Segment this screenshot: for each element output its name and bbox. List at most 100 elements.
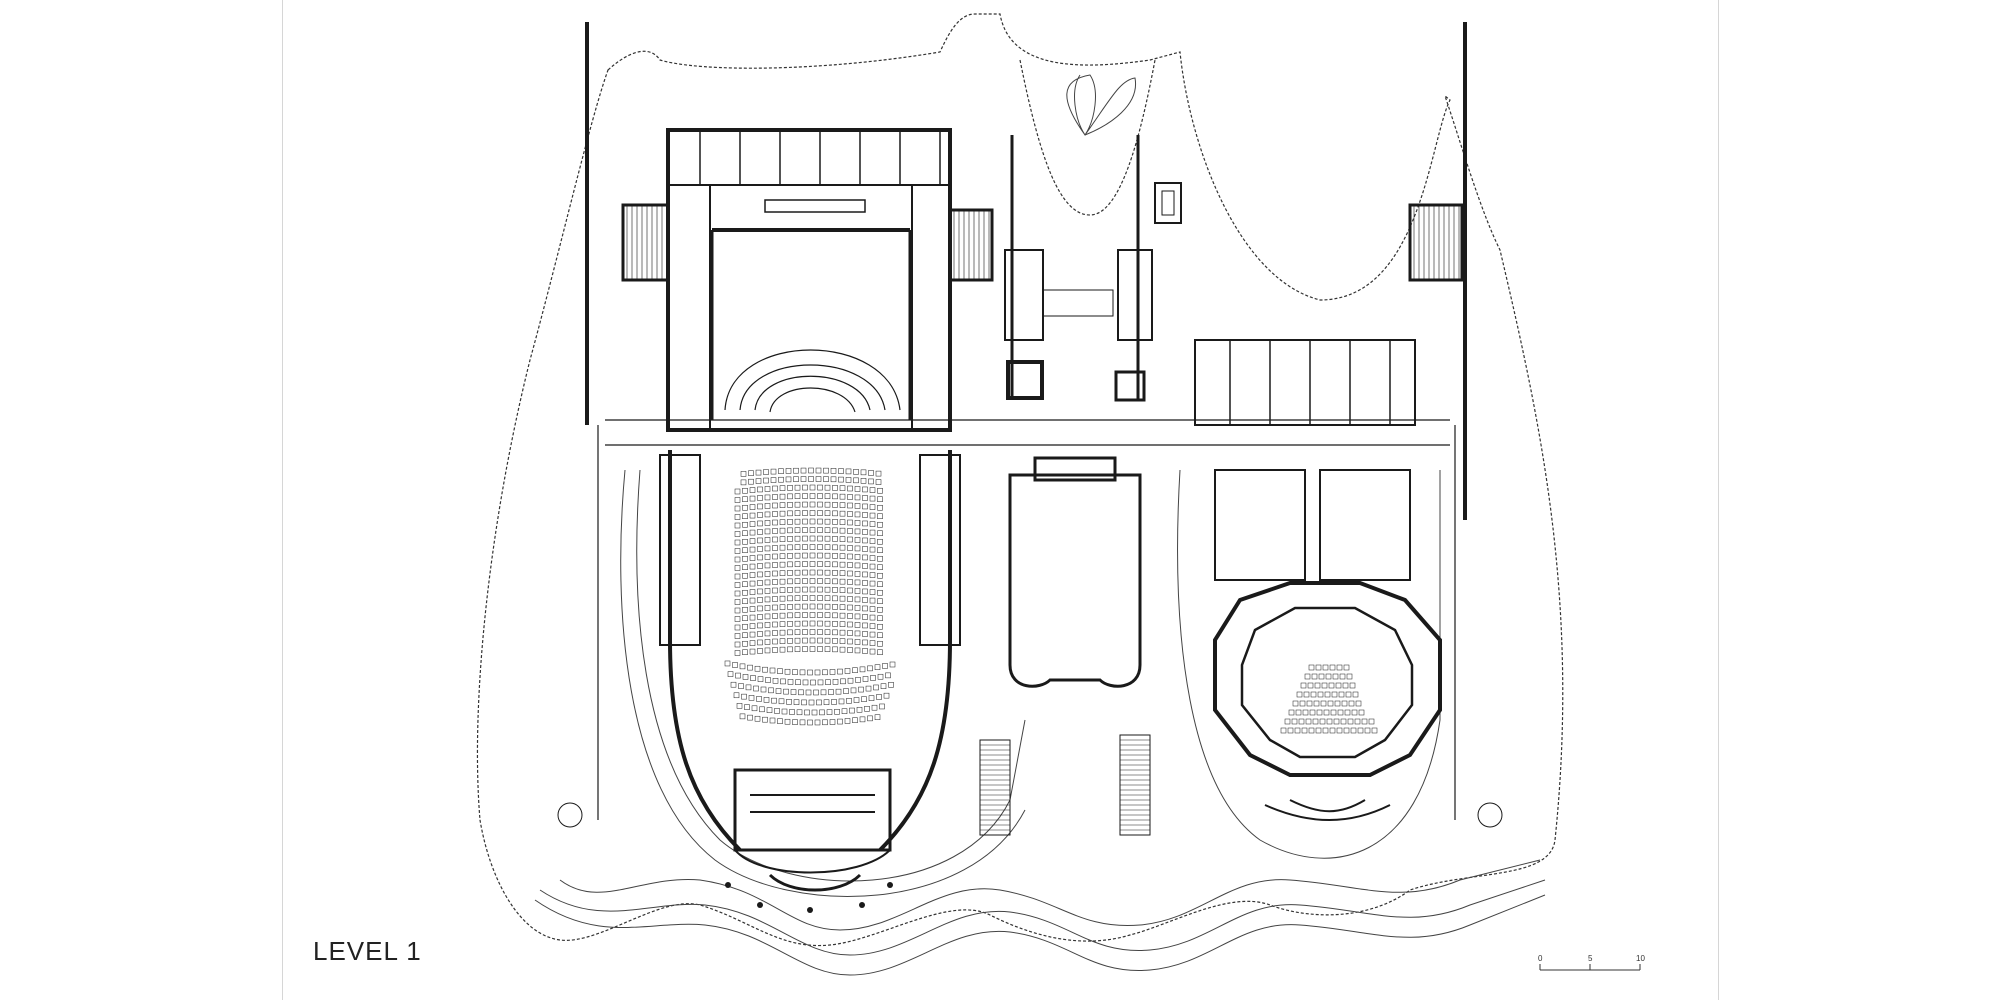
seat-icon	[749, 623, 756, 629]
seat-icon	[757, 639, 763, 646]
seat-icon	[862, 614, 868, 620]
seat-icon	[779, 553, 786, 559]
seat-icon	[768, 687, 774, 694]
seat-icon	[813, 689, 819, 696]
seat-icon	[809, 527, 816, 533]
seat-icon	[839, 604, 846, 610]
seat-icon	[770, 468, 777, 475]
seat-icon	[1343, 727, 1350, 734]
seat-icon	[734, 531, 741, 537]
seat-icon	[787, 638, 793, 644]
seat-icon	[762, 716, 768, 723]
seat-icon	[755, 469, 762, 476]
seat-icon	[869, 504, 876, 510]
seat-icon	[779, 544, 786, 551]
seat-icon	[854, 554, 861, 560]
seat-icon	[796, 709, 803, 716]
seat-icon	[877, 521, 883, 528]
seat-icon	[869, 614, 876, 621]
seat-icon	[854, 562, 861, 569]
seat-icon	[1315, 664, 1322, 671]
seat-icon	[1311, 673, 1318, 680]
seat-icon	[810, 679, 816, 686]
seat-icon	[749, 521, 756, 527]
seat-icon	[794, 595, 801, 601]
seat-icon	[1340, 718, 1347, 725]
seat-icon	[839, 536, 846, 542]
seat-icon	[839, 578, 846, 585]
seat-icon	[794, 518, 801, 525]
seat-icon	[775, 688, 782, 694]
seat-icon	[734, 590, 741, 597]
seat-icon	[1347, 718, 1354, 725]
seat-icon	[825, 679, 831, 685]
seat-icon	[749, 504, 756, 510]
seat-icon	[742, 640, 748, 647]
seat-icon	[727, 671, 734, 677]
seat-icon	[1319, 718, 1326, 725]
seat-icon	[802, 679, 809, 686]
seat-icon	[809, 595, 816, 601]
seat-icon	[742, 513, 748, 519]
seat-icon	[824, 603, 831, 610]
seat-icon	[802, 535, 808, 542]
seat-icon	[778, 698, 785, 705]
seat-icon	[854, 639, 861, 645]
seat-icon	[764, 596, 771, 603]
seat-icon	[862, 631, 868, 637]
seat-icon	[802, 578, 808, 584]
seat-icon	[749, 631, 756, 638]
seat-icon	[742, 555, 748, 562]
seat-icon	[859, 666, 866, 673]
seat-icon	[750, 675, 756, 681]
seat-icon	[824, 620, 831, 627]
seat-icon	[861, 696, 867, 702]
seat-icon	[856, 706, 863, 713]
seat-icon	[847, 647, 853, 653]
seat-icon	[847, 621, 853, 628]
fountain-basin	[1154, 182, 1182, 224]
seat-icon	[1335, 682, 1342, 689]
seat-icon	[832, 544, 838, 551]
seat-icon	[739, 713, 746, 720]
seat-icon	[815, 467, 822, 474]
seat-icon	[847, 502, 853, 509]
seat-icon	[779, 561, 786, 568]
seat-icon	[817, 679, 824, 686]
seat-icon	[780, 678, 786, 685]
seat-icon	[794, 510, 801, 516]
seat-icon	[862, 605, 868, 612]
seat-icon	[764, 528, 771, 535]
seat-icon	[840, 678, 846, 685]
seat-icon	[1349, 682, 1356, 689]
seat-icon	[779, 527, 786, 534]
seat-icon	[734, 641, 741, 648]
seat-icon	[873, 684, 879, 691]
seat-icon	[772, 485, 778, 492]
seat-icon	[822, 669, 828, 676]
terrace-edge-3	[534, 894, 1546, 976]
seat-icon	[869, 640, 876, 646]
seat-icon	[784, 668, 791, 675]
seat-icon	[764, 639, 771, 645]
seat-icon	[877, 640, 883, 647]
seat-icon	[832, 553, 838, 559]
seat-icon	[815, 476, 822, 482]
drop-off-arc-east	[1177, 469, 1441, 859]
seat-icon	[1358, 709, 1365, 716]
seat-icon	[809, 552, 816, 559]
seat-icon	[757, 614, 763, 620]
seat-icon	[1287, 727, 1294, 734]
seat-icon	[734, 497, 741, 503]
seat-icon	[749, 648, 756, 655]
seat-icon	[1295, 709, 1302, 716]
seat-icon	[839, 493, 846, 500]
seat-icon	[839, 587, 846, 593]
seat-icon	[877, 538, 883, 545]
seat-icon	[809, 535, 816, 542]
seat-icon	[839, 527, 846, 534]
seat-icon	[749, 606, 756, 612]
seat-icon	[1291, 718, 1298, 725]
seat-icon	[869, 623, 876, 629]
seat-icon	[734, 539, 741, 546]
